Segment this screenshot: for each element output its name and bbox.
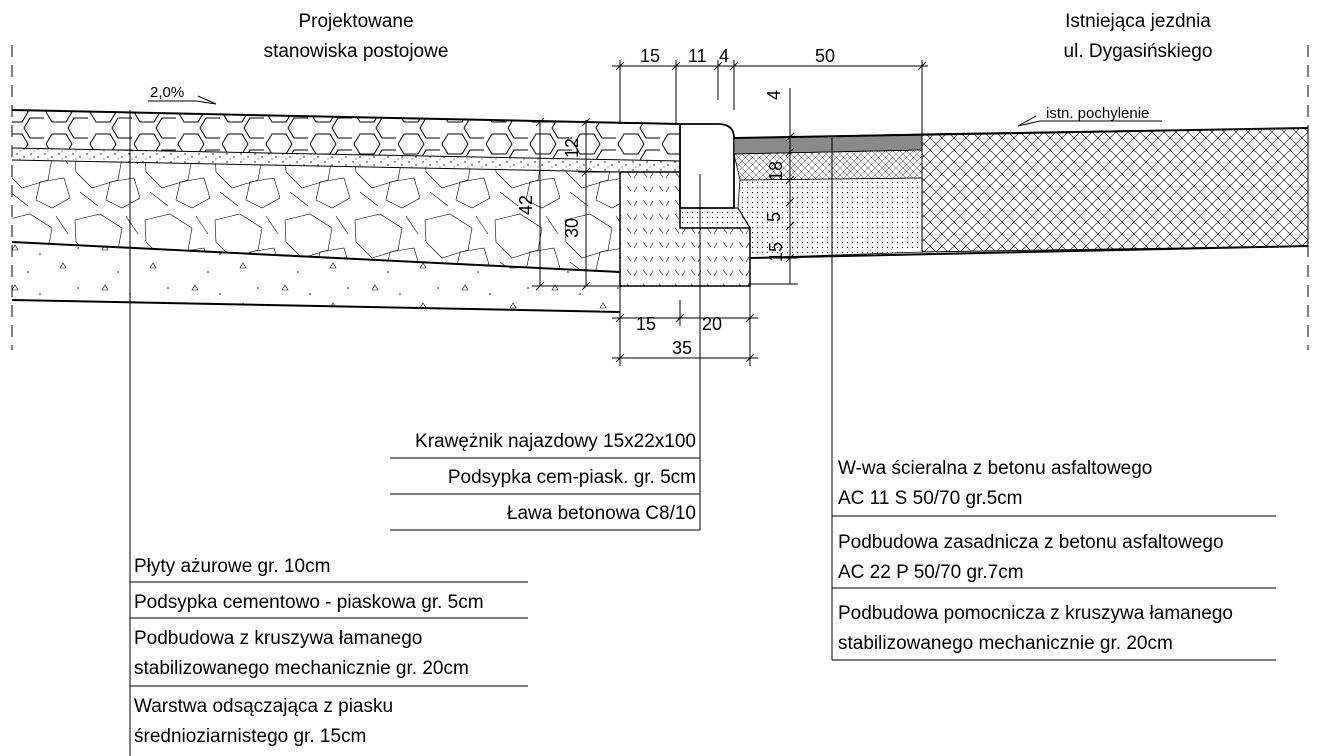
lv-tick-3 [581, 117, 591, 127]
tick-4 [729, 61, 739, 71]
lv-tick-5 [581, 281, 591, 291]
dim-v-18: 18 [766, 161, 786, 181]
left-layer-line-3 [11, 241, 621, 273]
left-bottom-line [11, 299, 621, 313]
left-layer-label-3: Podbudowa z kruszywa łamanego [134, 628, 422, 649]
right-layer-label-2: AC 11 S 50/70 gr.5cm [838, 488, 1022, 509]
dim-bottom-35: 35 [672, 338, 692, 358]
left-layer-label-6: średnioziarnistego gr. 15cm [134, 726, 366, 747]
left-layer-label-2: Podsypka cementowo - piaskowa gr. 5cm [134, 592, 484, 613]
dim-top-15: 15 [640, 46, 660, 66]
right-layer-label-5: Podbudowa pomocnicza z kruszywa łamanego [838, 603, 1233, 624]
dim-bottom-15: 15 [636, 314, 656, 334]
asphalt-base-course [733, 149, 923, 181]
right-slope-label: istn. pochylenie [1046, 105, 1149, 122]
bd-tick-2 [675, 313, 685, 323]
right-layer-label-4: AC 22 P 50/70 gr.7cm [838, 562, 1024, 583]
dim-top-50: 50 [815, 46, 835, 66]
rv-tick-3 [785, 175, 795, 185]
curb-label-3: Ława betonowa C8/10 [507, 503, 696, 524]
dim-v-15: 15 [766, 242, 786, 262]
bd-tick-4 [615, 353, 625, 363]
right-title-line2: ul. Dygasińskiego [1064, 41, 1213, 62]
dim-v-30: 30 [562, 218, 582, 238]
lv-tick-1 [535, 117, 545, 127]
paver-layer [12, 110, 680, 161]
rv-tick-5 [785, 221, 795, 231]
dim-v-5: 5 [764, 212, 784, 222]
aggregate-base-layer [12, 160, 620, 272]
tick-5 [917, 61, 927, 71]
right-layer-label-6: stabilizowanego mechanicznie gr. 20cm [838, 633, 1173, 654]
right-layer-label-1: W-wa ścieralna z betonu asfaltowego [838, 458, 1152, 479]
bd-tick-1 [615, 313, 625, 323]
left-slope-label: 2,0% [150, 84, 184, 101]
left-title-line2: stanowiska postojowe [264, 41, 449, 62]
curb [679, 123, 735, 209]
dim-v-42: 42 [516, 195, 536, 215]
existing-roadway [921, 127, 1309, 253]
rv-tick-4 [785, 197, 795, 207]
left-layer-label-1: Płyty ażurowe gr. 10cm [134, 556, 330, 577]
tick-1 [615, 61, 625, 71]
bd-tick-3 [745, 313, 755, 323]
dim-v-4: 4 [764, 90, 784, 100]
left-layer-label-5: Warstwa odsączająca z piasku [134, 696, 393, 717]
dim-top-4: 4 [719, 46, 729, 66]
tick-2 [671, 61, 681, 71]
drainage-layer [12, 242, 620, 312]
right-title-line1: Istniejąca jezdnia [1065, 11, 1211, 32]
bd-tick-5 [745, 353, 755, 363]
left-layer-line-1 [11, 147, 681, 162]
curb-label-2: Podsypka cem-piask. gr. 5cm [448, 467, 696, 488]
lv-tick-4 [581, 167, 591, 177]
left-layer-line-2 [11, 159, 621, 173]
lv-tick-2 [535, 281, 545, 291]
dim-bottom-20: 20 [702, 314, 722, 334]
dim-v-12: 12 [562, 138, 582, 158]
bedding-layer [12, 148, 680, 172]
right-bottom-line [749, 245, 1309, 259]
right-layer-label-3: Podbudowa zasadnicza z betonu asfaltoweg… [838, 532, 1224, 553]
curb-label-1: Krawężnik najazdowy 15x22x100 [415, 431, 696, 452]
tick-3 [713, 61, 723, 71]
dim-top-11: 11 [688, 46, 707, 66]
rv-tick-2 [785, 147, 795, 157]
right-surface-line [733, 127, 1309, 139]
left-title-line1: Projektowane [298, 11, 413, 32]
rv-tick-1 [785, 132, 795, 142]
left-layer-label-4: stabilizowanego mechanicznie gr. 20cm [134, 658, 469, 679]
right-slope-arrow [1017, 115, 1041, 127]
left-slope-arrow [195, 95, 217, 105]
